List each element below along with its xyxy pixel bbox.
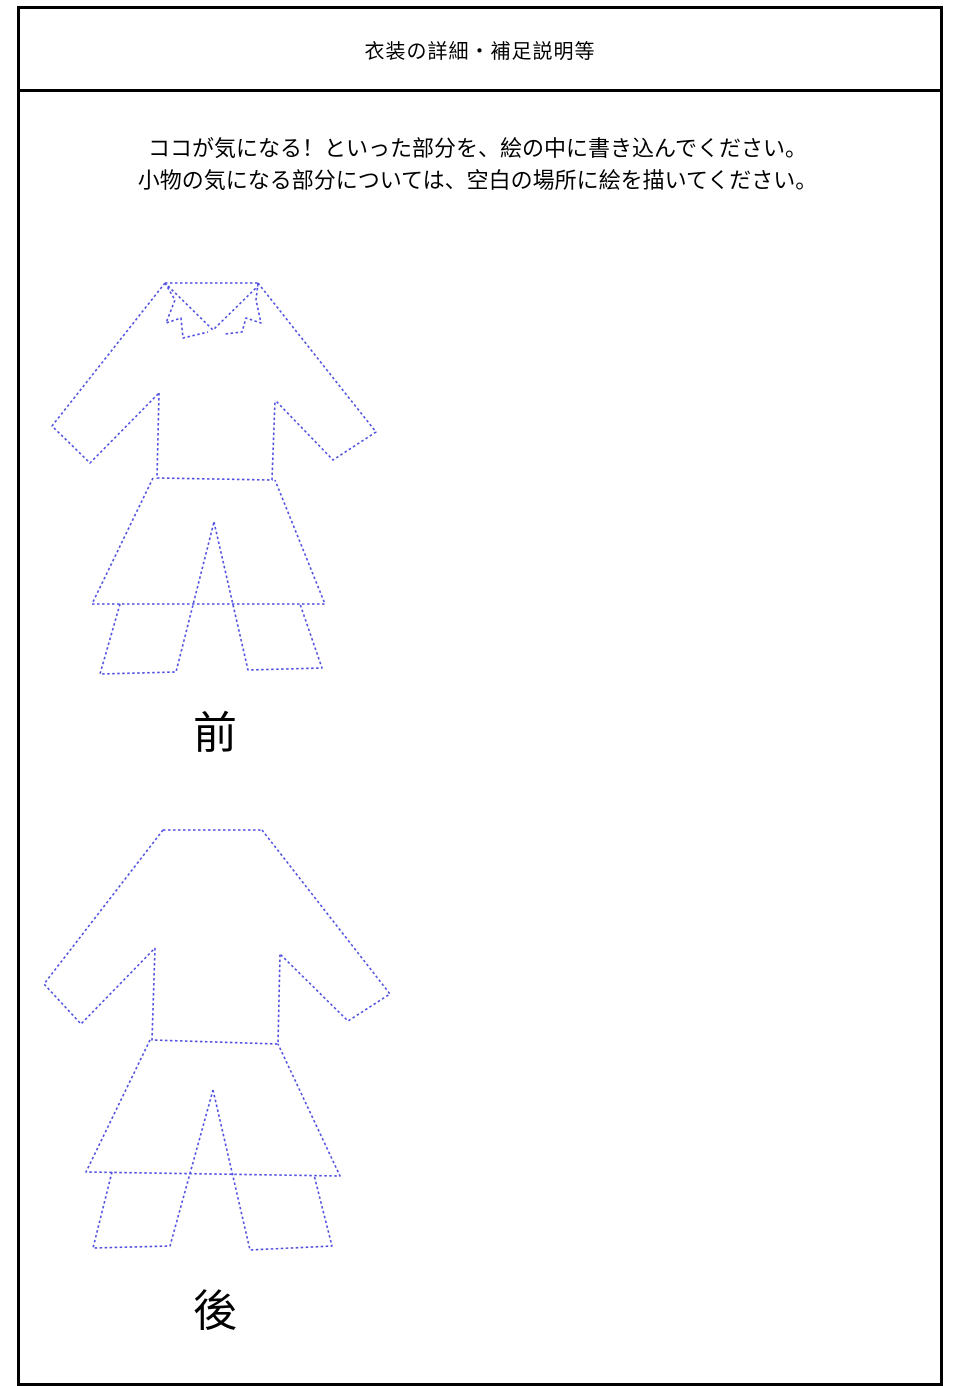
back-right-sleeve <box>261 829 391 1022</box>
instruction-line-2: 小物の気になる部分については、空白の場所に絵を描いてください。 <box>137 169 818 194</box>
back-skirt <box>85 1039 341 1177</box>
front-left-sleeve <box>51 282 166 464</box>
front-collar-v <box>167 285 259 331</box>
instruction-line-1: ココが気になる！といった部分を、絵の中に書き込んでください。 <box>148 137 807 162</box>
front-pants-left <box>99 521 215 675</box>
instructions: ココが気になる！といった部分を、絵の中に書き込んでください。 小物の気になる部分… <box>0 134 955 198</box>
front-right-sleeve <box>257 282 377 461</box>
back-left-sleeve <box>43 829 164 1025</box>
front-skirt <box>91 477 326 605</box>
back-torso <box>151 947 281 1045</box>
front-pants-right <box>213 521 323 671</box>
front-collar-left <box>164 282 209 339</box>
front-torso <box>156 392 276 481</box>
back-pants-right <box>212 1089 333 1251</box>
sheet-title: 衣装の詳細・補足説明等 <box>20 9 940 92</box>
front-label: 前 <box>193 708 237 759</box>
back-label: 後 <box>193 1286 237 1337</box>
back-pants-left <box>92 1089 214 1249</box>
